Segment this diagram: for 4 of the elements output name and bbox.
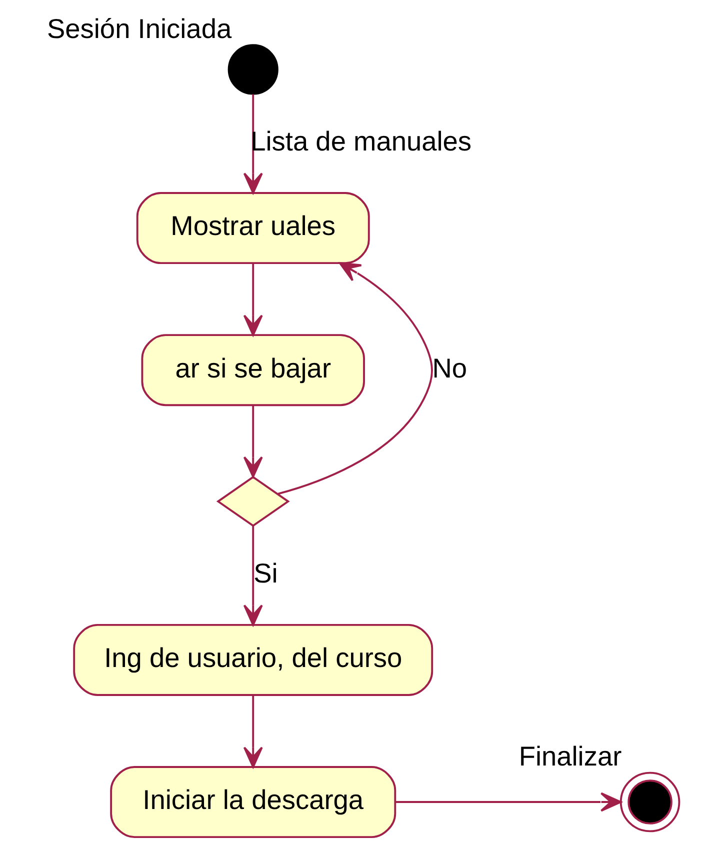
node-label: Sesión Iniciada bbox=[46, 12, 232, 44]
node-label: Finalizar bbox=[518, 740, 622, 772]
edge-label: Si bbox=[253, 558, 278, 589]
edge-label: No bbox=[432, 352, 467, 384]
